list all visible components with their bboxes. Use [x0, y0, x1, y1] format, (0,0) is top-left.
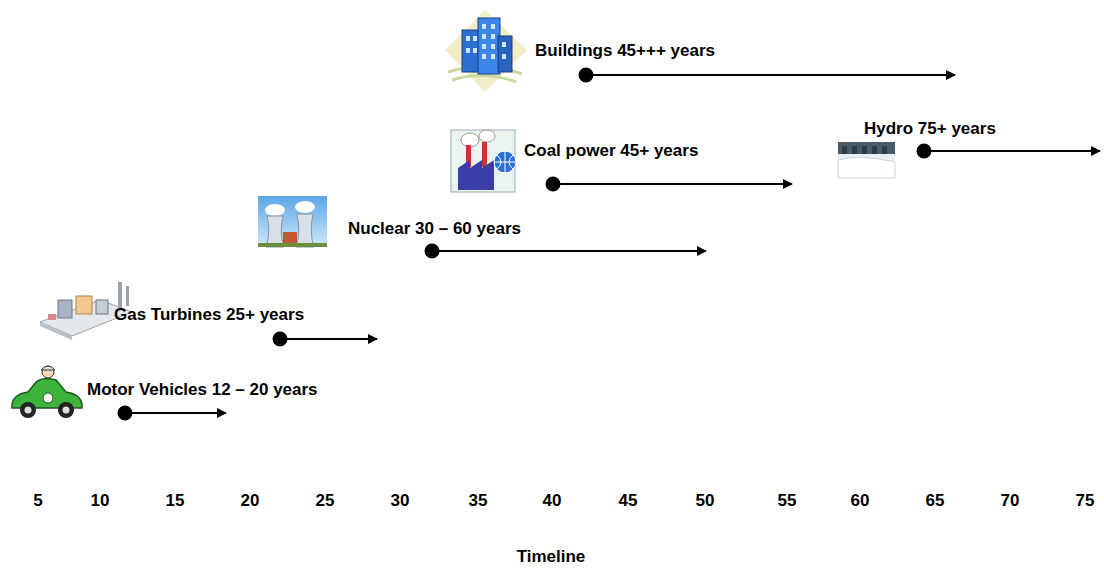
span-label: Coal power 45+ years	[524, 142, 698, 159]
axis-tick-label: 25	[316, 492, 335, 509]
span-arrow	[586, 74, 955, 76]
axis-tick-label: 35	[469, 492, 488, 509]
start-dot	[580, 69, 593, 82]
axis-title: Timeline	[517, 548, 586, 565]
axis-tick-label: 75	[1076, 492, 1095, 509]
span-label: Hydro 75+ years	[864, 120, 996, 137]
car-icon	[12, 366, 82, 418]
axis-tick-label: 65	[926, 492, 945, 509]
axis-tick-label: 40	[543, 492, 562, 509]
hydro-dam-icon	[838, 142, 895, 178]
span-label: Gas Turbines 25+ years	[114, 306, 304, 323]
span-arrow	[432, 250, 706, 252]
axis-tick-label: 45	[619, 492, 638, 509]
axis-tick-label: 20	[241, 492, 260, 509]
nuclear-plant-icon	[258, 196, 327, 247]
span-label: Nuclear 30 – 60 years	[348, 220, 521, 237]
start-dot	[426, 245, 439, 258]
axis-tick-label: 50	[696, 492, 715, 509]
span-label: Motor Vehicles 12 – 20 years	[87, 381, 318, 398]
span-arrow	[924, 150, 1100, 152]
span-arrow	[125, 412, 226, 414]
span-arrow	[280, 338, 377, 340]
axis-tick-label: 10	[91, 492, 110, 509]
coal-plant-icon	[451, 130, 516, 192]
axis-tick-label: 5	[33, 492, 42, 509]
axis-tick-label: 60	[851, 492, 870, 509]
start-dot	[547, 178, 560, 191]
start-dot	[918, 145, 931, 158]
axis-tick-label: 55	[778, 492, 797, 509]
axis-tick-label: 30	[391, 492, 410, 509]
span-arrows	[119, 69, 1101, 420]
start-dot	[119, 407, 132, 420]
span-arrow	[553, 183, 792, 185]
start-dot	[274, 333, 287, 346]
axis-tick-label: 15	[166, 492, 185, 509]
axis-tick-label: 70	[1001, 492, 1020, 509]
span-label: Buildings 45+++ years	[535, 42, 715, 59]
buildings-icon	[445, 10, 527, 92]
